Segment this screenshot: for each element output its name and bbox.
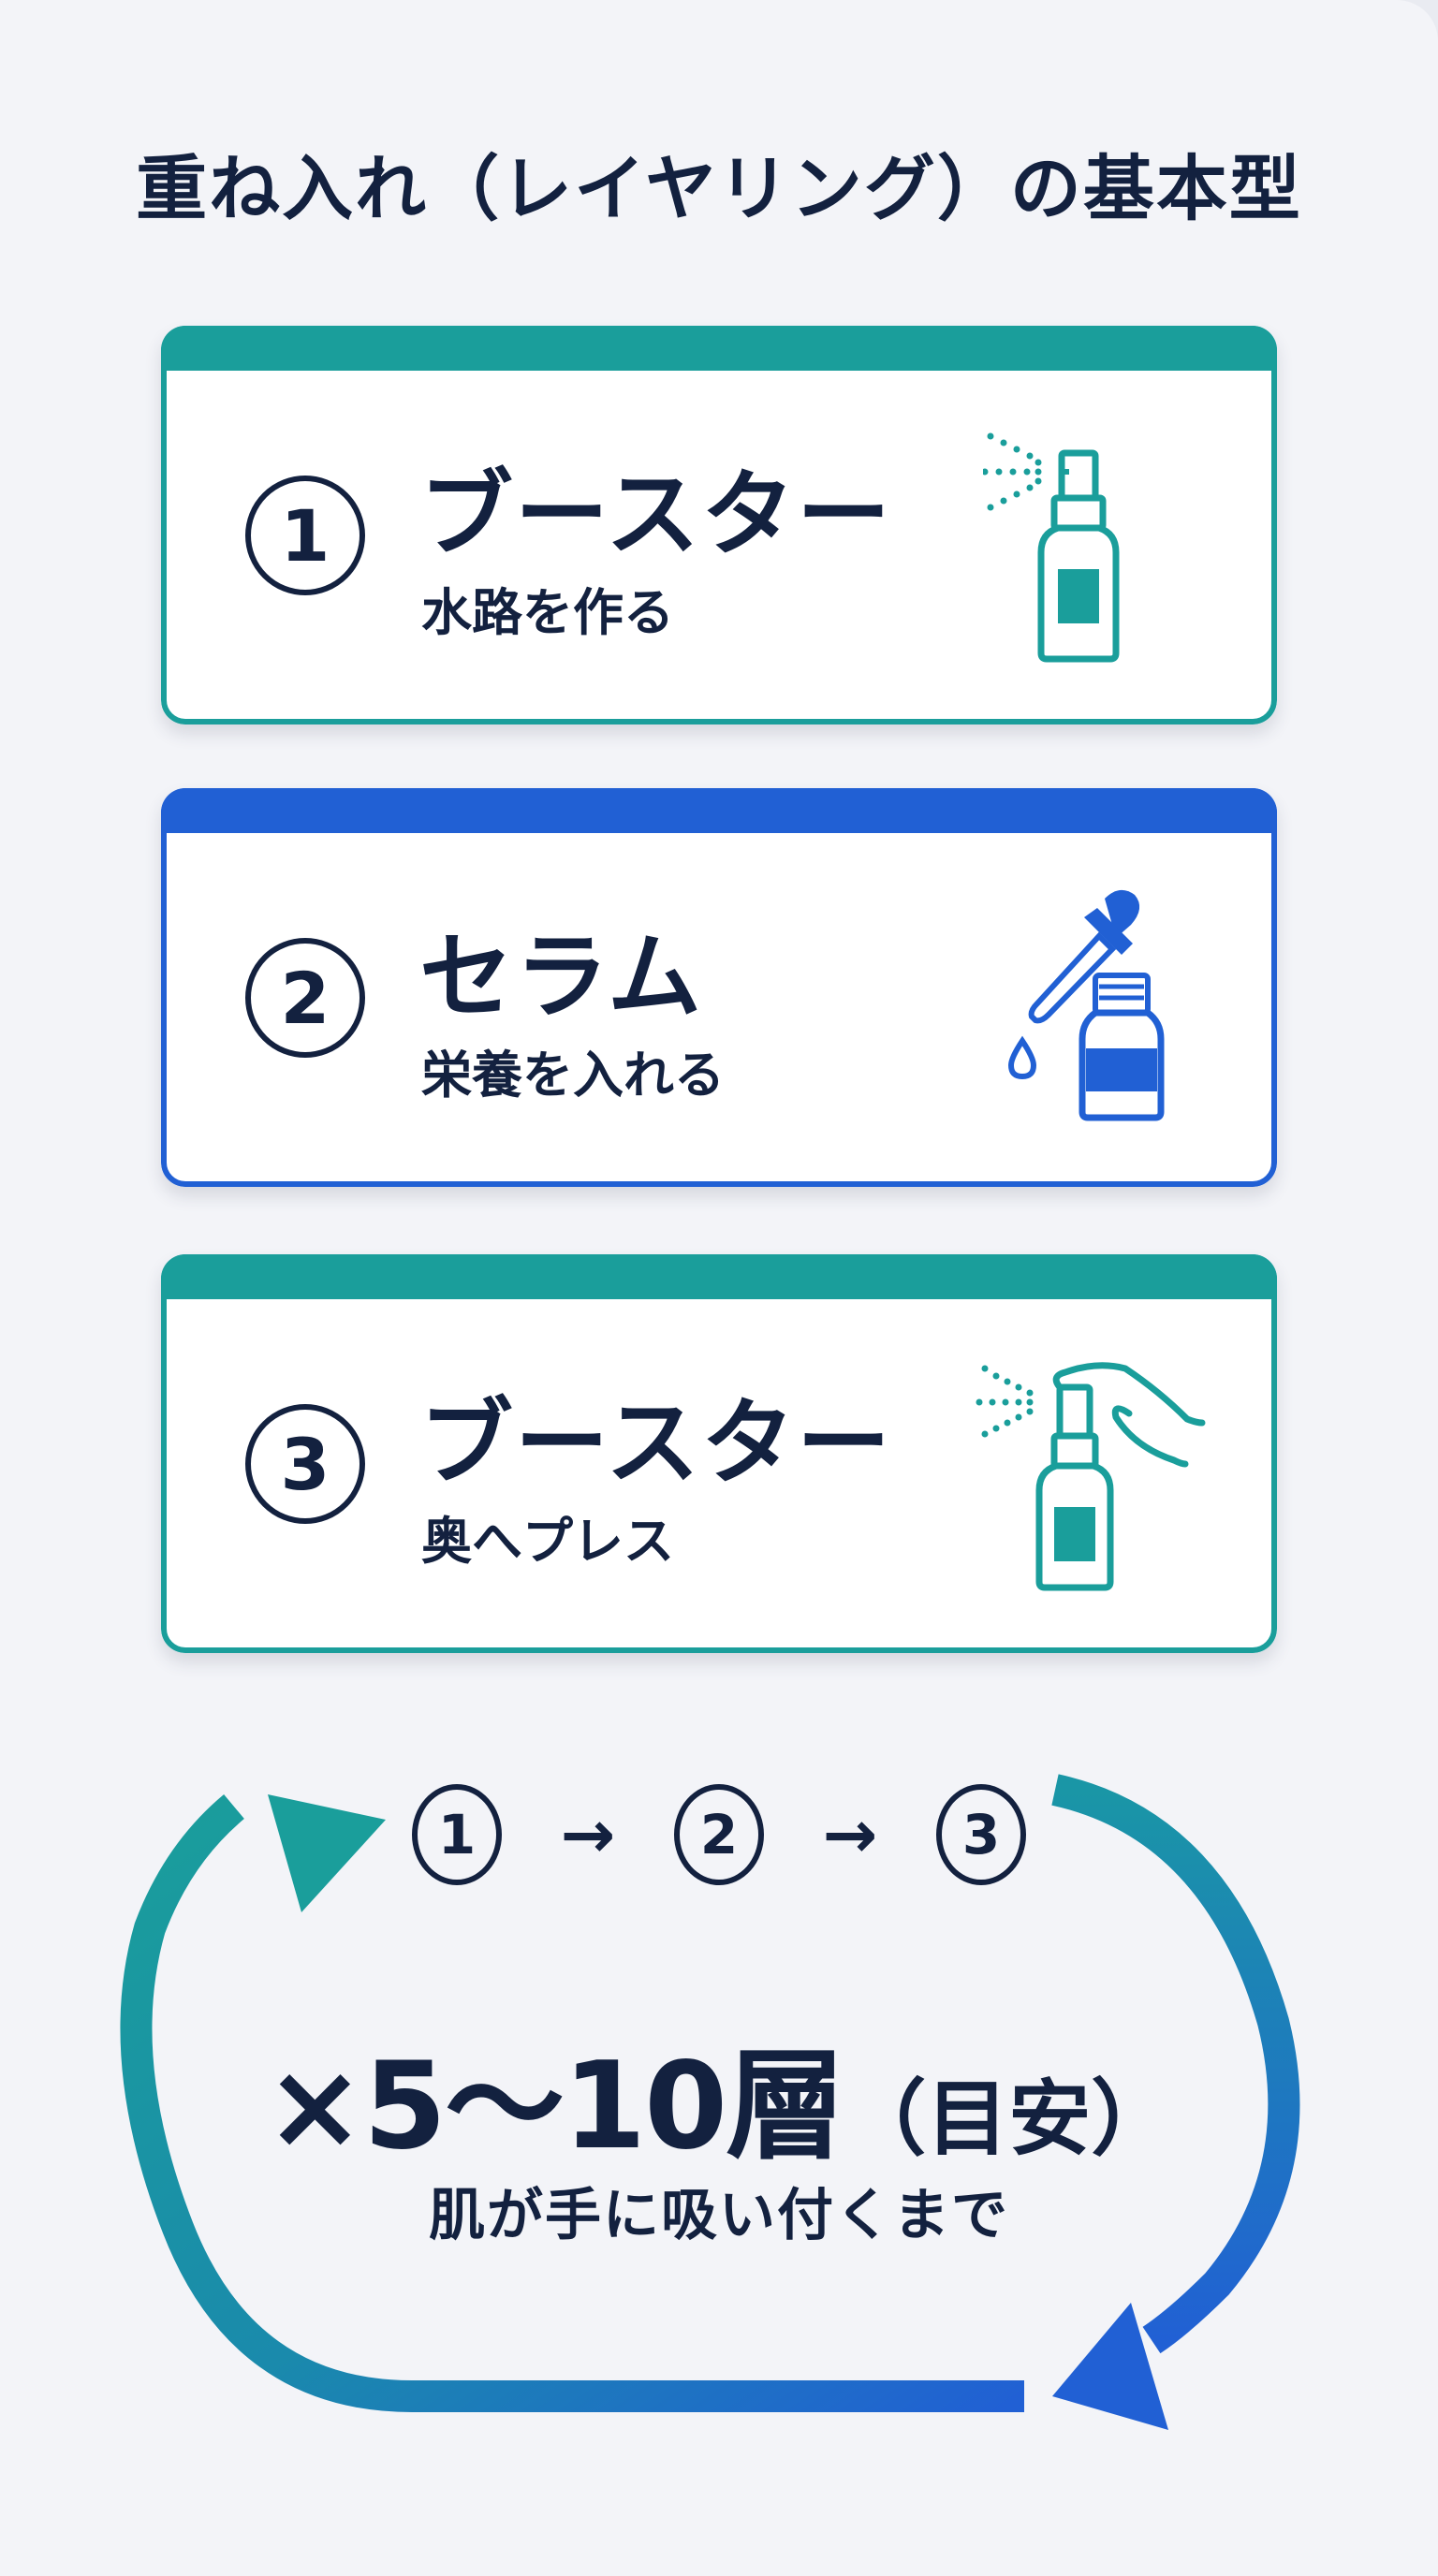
step-description: 栄養を入れる: [421, 1046, 725, 1105]
step-name: ブースター: [419, 460, 892, 569]
step-name: セラム: [419, 922, 703, 1032]
loop-right-arc: [1051, 1774, 1300, 2354]
sequence-step-3: 3: [936, 1784, 1026, 1885]
step-description: 奥へプレス: [421, 1512, 674, 1571]
repeat-main: ×5〜10層: [264, 2037, 845, 2176]
loop-arrowhead-top: [268, 1794, 386, 1912]
step-card-2: 2 セラム 栄養を入れる: [161, 788, 1277, 1187]
repeat-note: （目安）: [844, 2071, 1174, 2167]
arrow-right-icon: →: [822, 1796, 878, 1873]
card-header-bar: [161, 326, 1277, 371]
loop-arrowhead-bottom: [1052, 2303, 1168, 2430]
spray-bottle-with-hand-icon: [976, 1362, 1206, 1591]
repeat-count: ×5〜10層（目安）: [0, 2009, 1438, 2182]
spray-bottle-icon: [983, 432, 1120, 663]
step-description: 水路を作る: [421, 583, 674, 642]
step-number-badge: 3: [245, 1404, 365, 1524]
sequence-step-1: 1: [412, 1784, 502, 1885]
loop-left-arc: [120, 1793, 1024, 2412]
page-title: 重ね入れ（レイヤリング）の基本型: [136, 147, 1302, 230]
step-card-3: 3 ブースター 奥へプレス: [161, 1254, 1277, 1653]
step-number-badge: 1: [245, 476, 365, 595]
dropper-bottle-icon: [1007, 889, 1165, 1121]
cycle-loop-arrow: [120, 1774, 1300, 2430]
card-header-bar: [161, 788, 1277, 833]
arrow-right-icon: →: [560, 1796, 616, 1873]
card-header-bar: [161, 1254, 1277, 1299]
step-sequence: 1 → 2 → 3: [0, 1783, 1438, 1886]
step-number-badge: 2: [245, 938, 365, 1058]
step-card-1: 1 ブースター 水路を作る: [161, 326, 1277, 724]
repeat-condition: 肌が手に吸い付くまで: [429, 2183, 1009, 2248]
sequence-step-2: 2: [674, 1784, 764, 1885]
step-name: ブースター: [419, 1388, 892, 1498]
